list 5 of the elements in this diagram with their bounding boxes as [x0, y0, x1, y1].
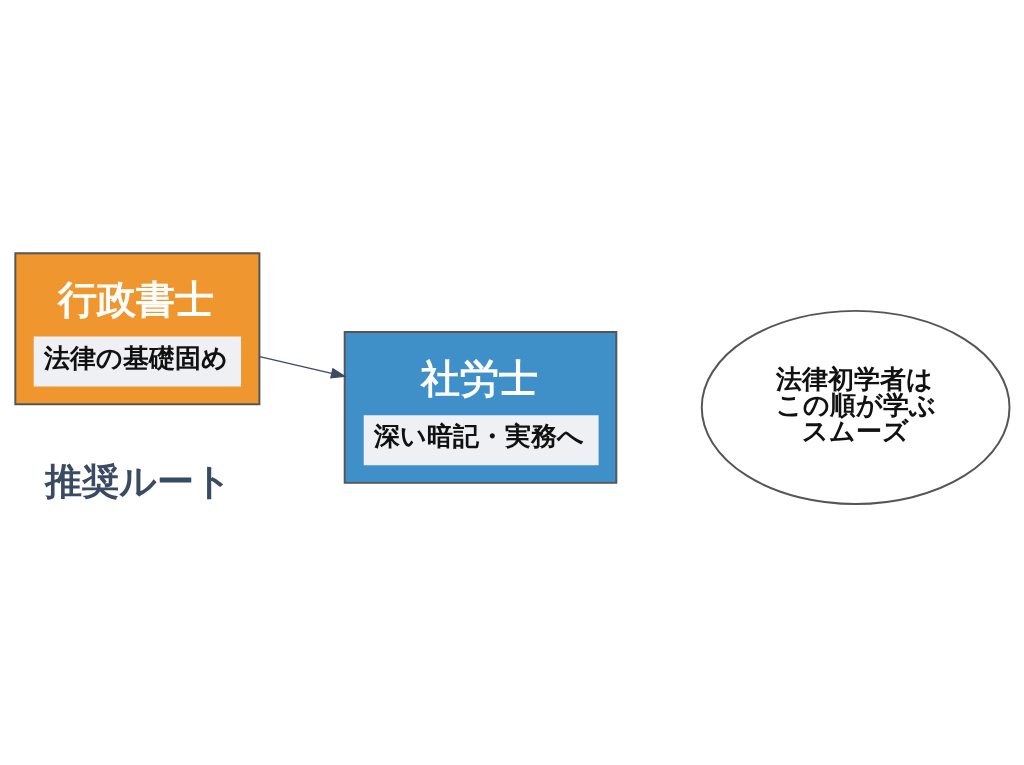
node-box: 社労士 深い暗記・実務へ	[343, 331, 617, 484]
arrow	[258, 356, 347, 379]
node-box: 行政書士 法律の基礎固め	[13, 252, 260, 406]
node-ellipse: 法律初学者はこの順が学ぶスムーズ	[700, 309, 1010, 505]
label: 推奨ルート	[44, 459, 232, 503]
